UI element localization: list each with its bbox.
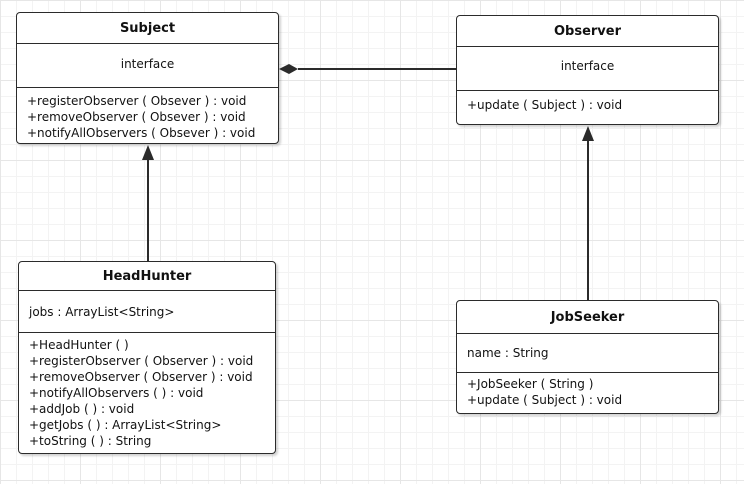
- operation: +removeObserver ( Observer ) : void: [29, 370, 253, 384]
- operation: +removeObserver ( Obsever ) : void: [27, 110, 246, 124]
- operation: +HeadHunter ( ): [29, 338, 129, 352]
- generalization-arrowhead-observer: [582, 126, 594, 141]
- composition-diamond: [279, 64, 298, 74]
- operation: +notifyAllObservers ( Obsever ) : void: [27, 126, 256, 140]
- class-stereotype: interface: [17, 44, 278, 88]
- class-name: Subject: [17, 13, 278, 44]
- class-headhunter[interactable]: HeadHunter jobs : ArrayList<String> +Hea…: [18, 261, 276, 454]
- generalization-arrowhead-subject: [142, 145, 154, 160]
- operation: +registerObserver ( Obsever ) : void: [27, 94, 247, 108]
- operation: +update ( Subject ) : void: [467, 98, 623, 112]
- operations-list: +registerObserver ( Obsever ) : void +re…: [17, 88, 278, 141]
- class-name: Observer: [457, 16, 718, 47]
- class-jobseeker[interactable]: JobSeeker name : String +JobSeeker ( Str…: [456, 300, 719, 414]
- operation: +update ( Subject ) : void: [467, 393, 623, 407]
- class-name: HeadHunter: [19, 262, 275, 291]
- operation: +toString ( ) : String: [29, 434, 152, 448]
- operations-list: +HeadHunter ( ) +registerObserver ( Obse…: [19, 333, 275, 449]
- class-name: JobSeeker: [457, 301, 718, 334]
- operation: +registerObserver ( Observer ) : void: [29, 354, 254, 368]
- operation: +JobSeeker ( String ): [467, 377, 594, 391]
- class-stereotype: interface: [457, 47, 718, 91]
- operations-list: +JobSeeker ( String ) +update ( Subject …: [457, 373, 718, 408]
- operation: +addJob ( ) : void: [29, 402, 135, 416]
- class-subject[interactable]: Subject interface +registerObserver ( Ob…: [16, 12, 279, 144]
- operation: +notifyAllObservers ( ) : void: [29, 386, 204, 400]
- operations-list: +update ( Subject ) : void: [457, 91, 718, 113]
- operation: +getJobs ( ) : ArrayList<String>: [29, 418, 222, 432]
- attribute: name : String: [457, 334, 718, 373]
- class-observer[interactable]: Observer interface +update ( Subject ) :…: [456, 15, 719, 125]
- attribute: jobs : ArrayList<String>: [19, 291, 275, 333]
